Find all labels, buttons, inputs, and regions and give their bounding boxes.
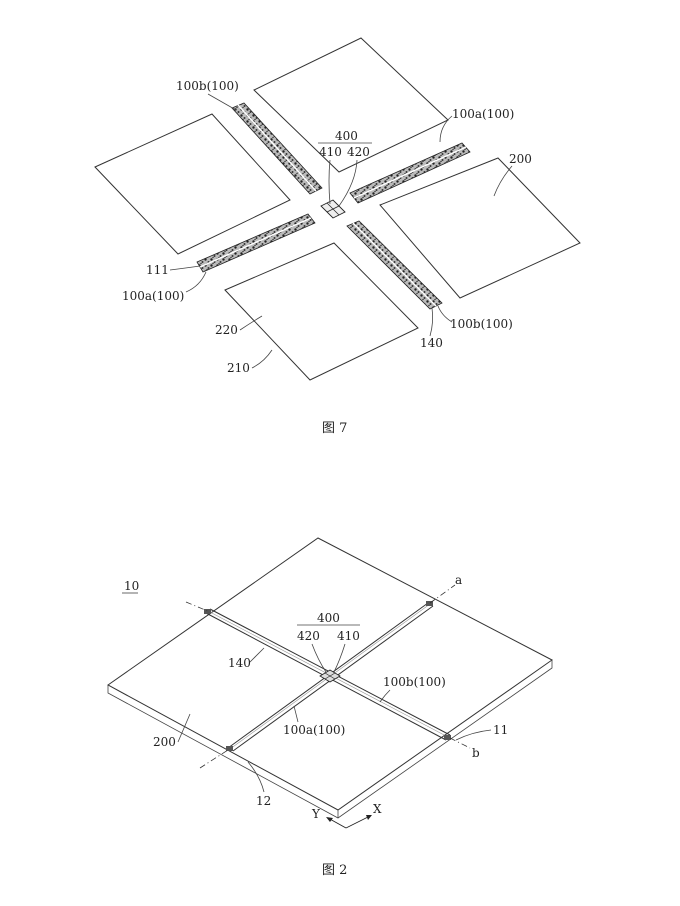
xy-axis-indicator bbox=[326, 815, 372, 829]
connector-100b-lower bbox=[346, 220, 443, 310]
label-100b-f2: 100b(100) bbox=[383, 675, 446, 689]
label-200-f7: 200 bbox=[509, 152, 532, 166]
label-10: 10 bbox=[124, 579, 139, 593]
connector-100a-lower bbox=[196, 213, 316, 273]
strip-end-cap bbox=[204, 609, 211, 614]
label-100a-right: 100a(100) bbox=[452, 107, 514, 121]
figure-2-caption: 图 2 bbox=[322, 863, 347, 878]
label-420-f2: 420 bbox=[297, 629, 320, 643]
center-connector-400-assembled bbox=[319, 669, 341, 683]
label-12: 12 bbox=[256, 794, 271, 808]
label-100b-bottom: 100b(100) bbox=[450, 317, 513, 331]
label-420: 420 bbox=[347, 145, 370, 159]
label-140: 140 bbox=[420, 336, 443, 350]
label-b: b bbox=[472, 746, 480, 760]
label-X: X bbox=[373, 802, 382, 816]
label-a: a bbox=[455, 573, 462, 587]
label-200-f2: 200 bbox=[153, 735, 176, 749]
label-Y: Y bbox=[311, 807, 321, 821]
label-140-f2: 140 bbox=[228, 656, 251, 670]
label-100b-top: 100b(100) bbox=[176, 79, 239, 93]
label-410: 410 bbox=[319, 145, 342, 159]
label-400: 400 bbox=[335, 129, 358, 143]
connector-100b-upper bbox=[231, 102, 323, 195]
label-210: 210 bbox=[227, 361, 250, 375]
strip-end-cap bbox=[426, 601, 433, 606]
label-111: 111 bbox=[146, 263, 169, 277]
panel-left bbox=[94, 113, 291, 255]
figure-7: 100b(100) 100a(100) 400 410 420 200 111 … bbox=[94, 37, 581, 436]
label-220: 220 bbox=[215, 323, 238, 337]
label-100a-left: 100a(100) bbox=[122, 289, 184, 303]
label-100a-f2: 100a(100) bbox=[283, 723, 345, 737]
center-connector-400 bbox=[320, 199, 346, 219]
connector-100a-upper bbox=[349, 142, 471, 204]
label-11: 11 bbox=[493, 723, 508, 737]
strip-end-cap bbox=[226, 746, 233, 751]
strip-end-cap bbox=[444, 735, 451, 740]
label-400-f2: 400 bbox=[317, 611, 340, 625]
panel-right bbox=[379, 157, 581, 299]
figure-2: 10 a 400 420 410 140 100b(100) 200 100a(… bbox=[107, 537, 553, 878]
label-410-f2: 410 bbox=[337, 629, 360, 643]
panel-bottom bbox=[224, 242, 419, 381]
figure-7-caption: 图 7 bbox=[322, 421, 347, 436]
